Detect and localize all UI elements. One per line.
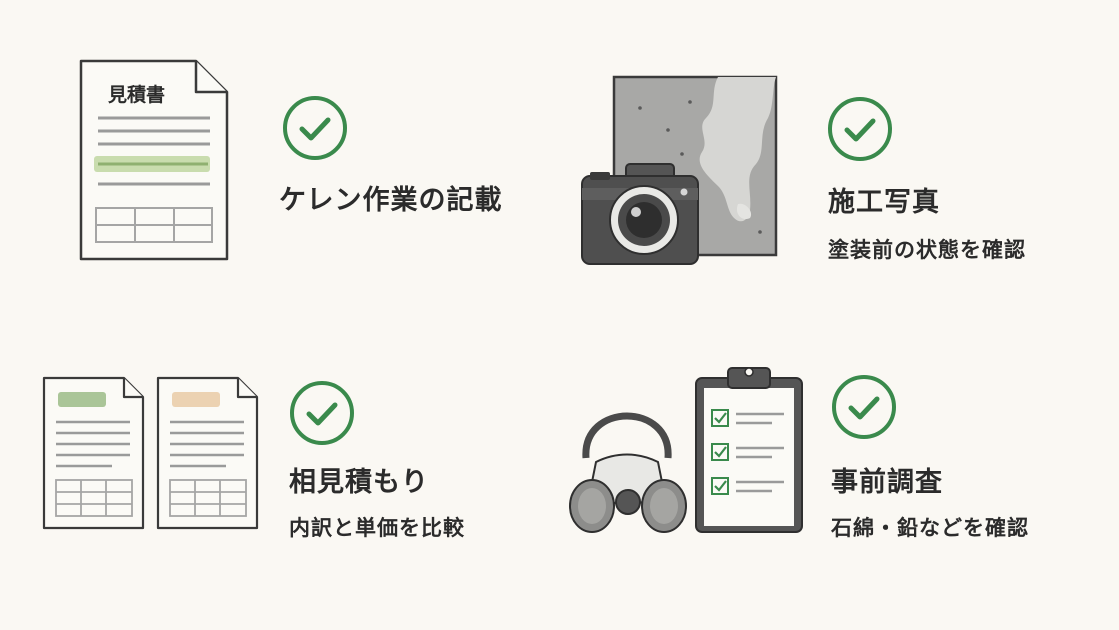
item-title: 事前調査	[831, 467, 943, 498]
item-comparison: 相見積もり 内訳と単価を比較	[42, 376, 512, 540]
item-title: 施工写真	[828, 187, 940, 218]
item-title: 相見積もり	[289, 467, 429, 498]
respirator-clipboard-icon	[569, 367, 803, 533]
item-survey: 事前調査 石綿・鉛などを確認	[568, 362, 1088, 552]
item-estimate: 見積書 ケレン作業の記載	[78, 58, 518, 268]
check-icon	[832, 375, 896, 439]
check-icon	[290, 381, 354, 445]
item-subtitle: 塗装前の状態を確認	[828, 238, 1026, 262]
camera-concrete-icon	[581, 75, 778, 265]
item-subtitle: 内訳と単価を比較	[289, 516, 465, 540]
estimate-document-icon	[79, 59, 229, 261]
item-photos: 施工写真 塗装前の状態を確認	[578, 72, 1078, 272]
item-subtitle: 石綿・鉛などを確認	[831, 516, 1029, 540]
check-icon	[828, 97, 892, 161]
document-heading: 見積書	[108, 84, 166, 106]
item-title: ケレン作業の記載	[279, 185, 503, 216]
two-documents-icon	[42, 376, 259, 530]
check-icon	[283, 96, 347, 160]
